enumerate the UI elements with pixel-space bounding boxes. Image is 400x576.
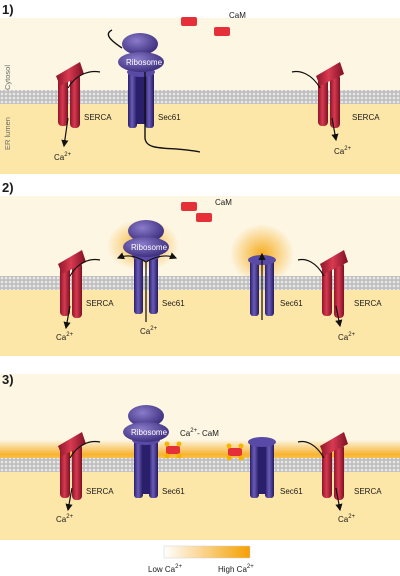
serca-label-left: SERCA [84, 113, 112, 122]
calcium-label-left: Ca2+ [56, 332, 74, 342]
calcium-gradient-bar [163, 545, 251, 559]
calmodulin-label: CaM [229, 11, 246, 20]
panel-number: 3) [2, 372, 14, 387]
legend-high-label: High Ca2+ [218, 564, 254, 574]
er-membrane [0, 90, 400, 104]
sec61-channel [127, 67, 155, 128]
panel-number: 1) [2, 2, 14, 17]
ribosome-label: Ribosome [131, 428, 168, 437]
serca-pump-left [58, 432, 101, 512]
sec61-label-left: Sec61 [162, 299, 185, 308]
sec61-label-right: Sec61 [280, 299, 303, 308]
ribosome-label: Ribosome [131, 243, 168, 252]
ribosome-label: Ribosome [126, 58, 163, 67]
calcium-label-right: Ca2+ [338, 332, 356, 342]
calcium-label-right: Ca2+ [334, 146, 352, 156]
ribosome [118, 33, 164, 72]
calmodulin-icon [181, 202, 212, 222]
serca-pump-left [56, 62, 101, 148]
ribosome [123, 405, 169, 442]
serca-label-right: SERCA [354, 299, 382, 308]
calcium-label-right: Ca2+ [338, 514, 356, 524]
sec61-label: Sec61 [158, 113, 181, 122]
sec61-channel-right [248, 437, 276, 498]
serca-label-left: SERCA [86, 299, 114, 308]
ribosome [123, 220, 169, 257]
serca-pump-right [297, 250, 348, 328]
panel-number: 2) [2, 180, 14, 195]
calcium-label-left: Ca2+ [54, 152, 72, 162]
serca-pump-right [291, 62, 344, 142]
serca-pump-left [58, 250, 101, 330]
calcium-calmodulin-icon [164, 441, 244, 461]
er-lumen-label: ER lumen [3, 117, 12, 150]
nascent-chain [144, 72, 201, 153]
sec61-channel-left [132, 435, 160, 498]
calcium-label-mid: Ca2+ [140, 326, 158, 336]
panel-3: 3) SERCA Ca2+ Ribosome Sec61 Ca2+- CaM [0, 372, 400, 540]
serca-label-right: SERCA [354, 487, 382, 496]
calcium-legend: Low Ca2+ High Ca2+ [148, 545, 254, 574]
panel-2: 2) CaM SERCA Ca2+ Ribosome Sec61 Ca2+ [0, 180, 400, 356]
serca-pump-right [297, 432, 348, 512]
sec61-label-right: Sec61 [280, 487, 303, 496]
panel-1: 1) Cytosol ER lumen CaM SERCA Ca2+ Sec61 [0, 2, 400, 174]
calmodulin-icon [181, 17, 230, 36]
calcium-calmodulin-label: Ca2+- CaM [180, 428, 219, 438]
serca-label-right: SERCA [352, 113, 380, 122]
sec61-channel-right [248, 252, 276, 320]
mrna-strand [107, 29, 123, 49]
calcium-flux-arrow [118, 256, 147, 322]
calmodulin-label: CaM [215, 198, 232, 207]
cytosol-label: Cytosol [3, 65, 12, 90]
calcium-label-left: Ca2+ [56, 514, 74, 524]
sec61-label-left: Sec61 [162, 487, 185, 496]
legend-low-label: Low Ca2+ [148, 564, 182, 574]
serca-label-left: SERCA [86, 487, 114, 496]
